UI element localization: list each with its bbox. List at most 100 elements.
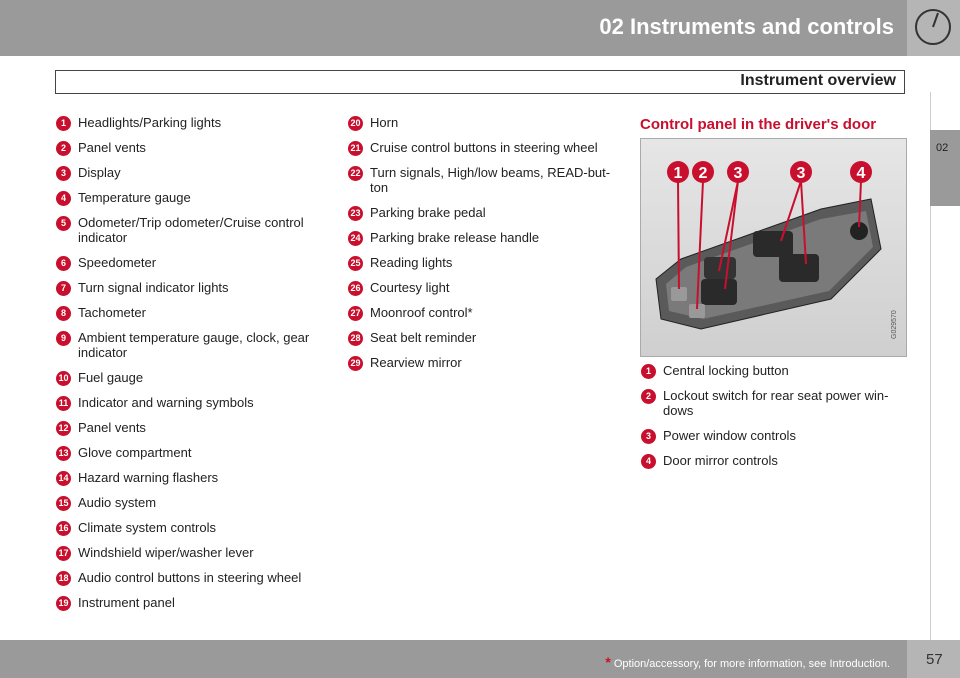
list-item: 20 Horn [348,115,618,131]
item-text: Glove compartment [78,445,192,460]
callout-3a: 3 [734,165,743,182]
item-text: Turn signals, High/low beams, READ-but-t… [370,165,611,195]
item-text: Instrument panel [78,595,175,610]
number-badge: 28 [348,331,363,346]
section-title: Instrument overview [740,72,896,89]
item-text: Fuel gauge [78,370,144,385]
item-text: Cruise control buttons in steering wheel [370,140,598,155]
number-badge: 19 [56,596,71,611]
number-badge: 1 [56,116,71,131]
number-badge: 4 [56,191,71,206]
number-badge: 22 [348,166,363,181]
number-badge: 2 [56,141,71,156]
image-code: G029570 [891,310,898,339]
item-text: Courtesy light [370,280,450,295]
mirror-knob [850,222,868,240]
item-text: Windshield wiper/washer lever [78,545,254,560]
item-text: Horn [370,115,399,130]
chapter-tab: 02 [930,130,960,206]
list-item: 9 Ambient temperature gauge, clock, gear … [56,330,321,360]
list-item: 5 Odometer/Trip odometer/Cruise control i… [56,215,321,245]
footnote-text: Option/accessory, for more information, … [613,658,890,670]
number-badge: 26 [348,281,363,296]
number-badge: 25 [348,256,363,271]
list-item: 22 Turn signals, High/low beams, READ-but… [348,165,618,195]
item-text: Temperature gauge [78,190,191,205]
number-badge: 13 [56,446,71,461]
list-item: 2 Lockout switch for rear seat power win-… [641,388,901,418]
number-badge: 3 [641,429,656,444]
page-number: 57 [926,651,943,668]
item-text: Indicator and warning symbols [78,395,254,410]
item-text: Audio system [78,495,157,510]
lockout-button [689,304,705,318]
chapter-title: 02 Instruments and controls [599,14,894,39]
number-badge: 20 [348,116,363,131]
section-title-box: Instrument overview [55,70,905,94]
callout-3b: 3 [797,165,806,182]
number-badge: 3 [56,166,71,181]
callout-1: 1 [674,165,683,182]
callout-4: 4 [857,165,866,182]
list-item: 18 Audio control buttons in steering whee… [56,570,321,586]
footer-bar [0,640,960,678]
item-text: Seat belt reminder [370,330,477,345]
door-panel-illustration: 1 2 3 3 4 G029570 [640,138,907,357]
callout-2: 2 [699,165,708,182]
number-badge: 1 [641,364,656,379]
item-text: Lockout switch for rear seat power win-d… [663,388,889,418]
item-text: Door mirror controls [663,453,778,468]
gauge-icon-box [907,0,960,56]
list-item: 4 Temperature gauge [56,190,321,206]
item-text: Hazard warning flashers [78,470,219,485]
list-item: 2 Panel vents [56,140,321,156]
list-item: 16 Climate system controls [56,520,321,536]
number-badge: 8 [56,306,71,321]
item-text: Reading lights [370,255,453,270]
lock-button [671,287,687,301]
number-badge: 17 [56,546,71,561]
list-item: 28 Seat belt reminder [348,330,618,346]
window-switch-4 [779,254,819,282]
item-text: Audio control buttons in steering wheel [78,570,302,585]
number-badge: 9 [56,331,71,346]
number-badge: 16 [56,521,71,536]
window-switch-1 [701,279,737,305]
number-badge: 5 [56,216,71,231]
door-panel-list: 1 Central locking button 2 Lockout switch f… [641,363,901,478]
item-text: Panel vents [78,140,146,155]
item-text: Central locking button [663,363,789,378]
list-item: 19 Instrument panel [56,595,321,611]
item-text: Ambient temperature gauge, clock, gear i… [78,330,310,360]
page-number-box [907,640,960,678]
number-badge: 18 [56,571,71,586]
footnote: * Option/accessory, for more information… [605,654,890,670]
number-badge: 2 [641,389,656,404]
item-text: Climate system controls [78,520,216,535]
footnote-asterisk: * [605,654,611,670]
item-text: Display [78,165,121,180]
list-item: 3 Display [56,165,321,181]
item-text: Panel vents [78,420,146,435]
list-item: 17 Windshield wiper/washer lever [56,545,321,561]
number-badge: 10 [56,371,71,386]
door-panel-heading: Control panel in the driver's door [640,116,877,133]
item-text: Odometer/Trip odometer/Cruise control in… [78,215,304,245]
callout-badges: 1 2 3 3 4 [667,161,872,183]
door-panel-drawing: 1 2 3 3 4 G029570 [655,161,898,339]
number-badge: 6 [56,256,71,271]
item-text: Rearview mirror [370,355,462,370]
